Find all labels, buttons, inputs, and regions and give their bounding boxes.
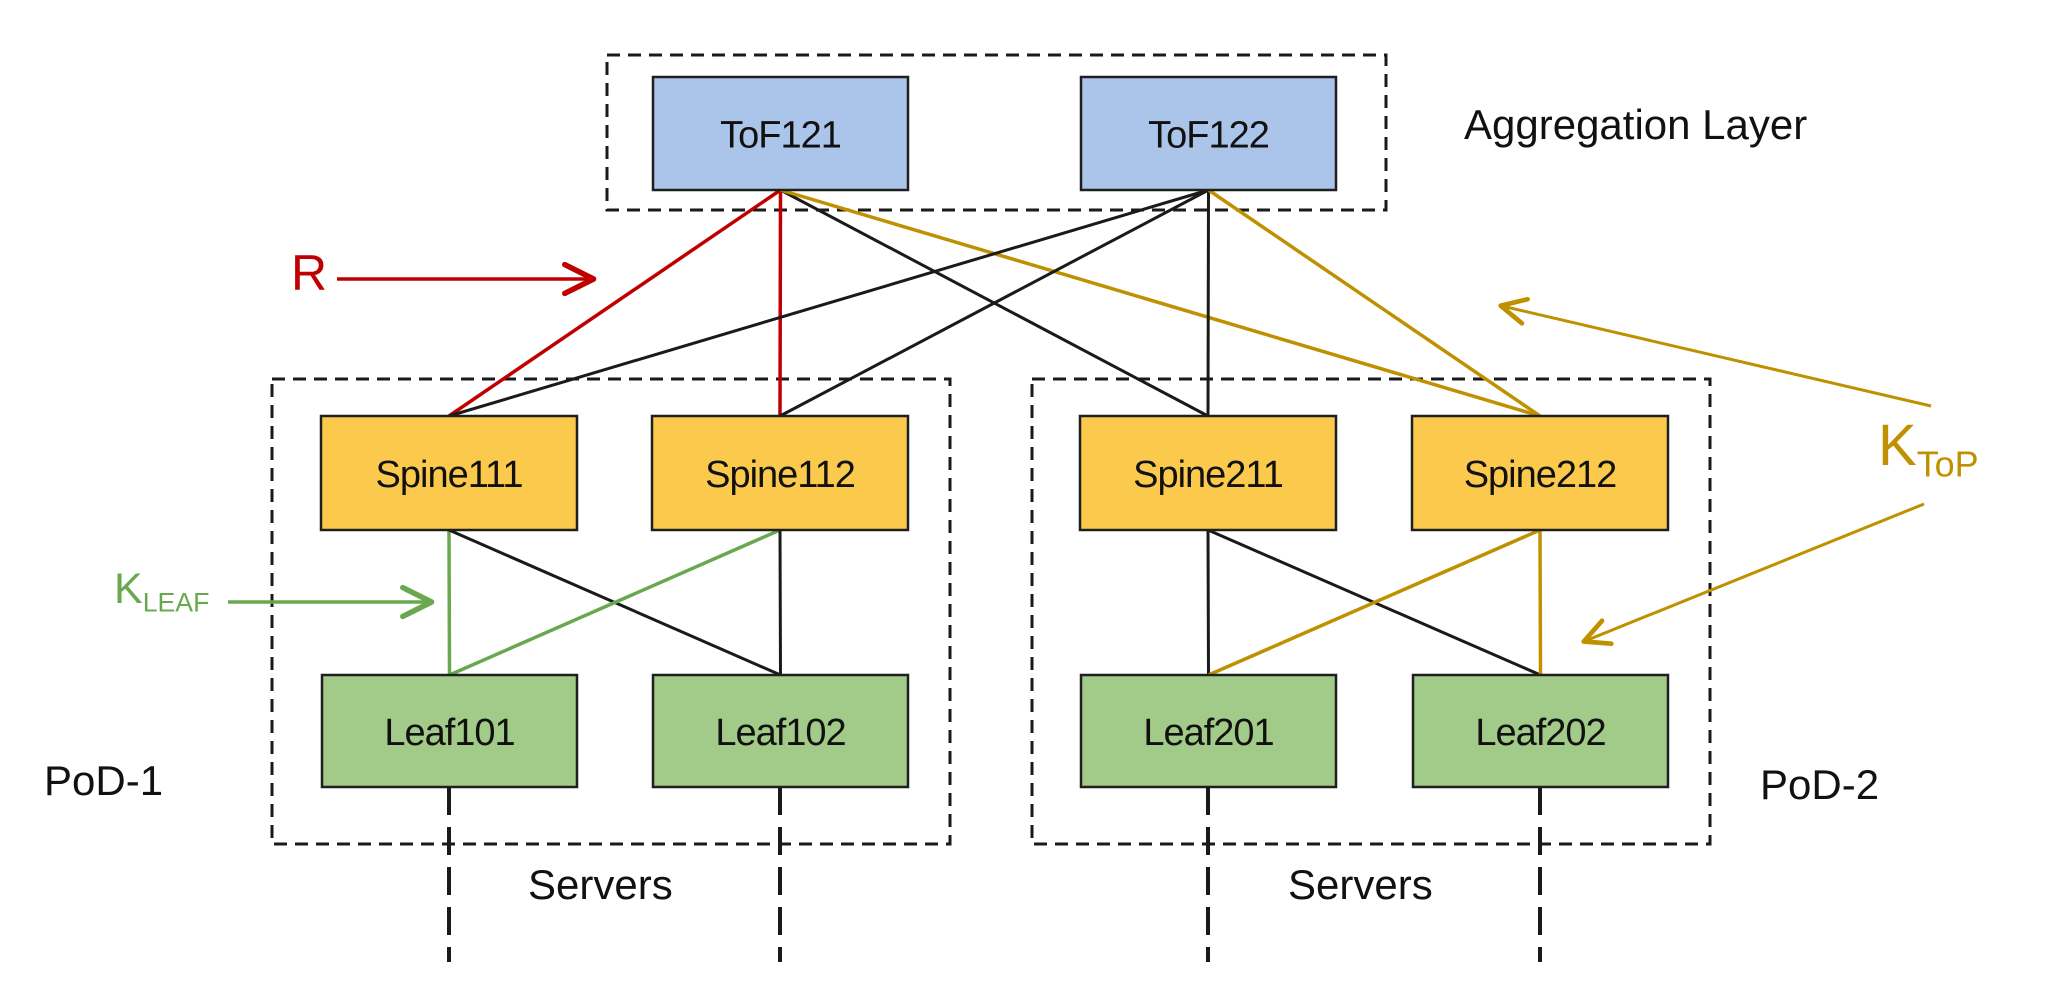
node-label-leaf102: Leaf102 (715, 712, 845, 754)
node-label-spine111: Spine111 (376, 454, 523, 496)
link-tof121-spine111 (448, 188, 782, 418)
aggregation-layer-box (605, 53, 1388, 212)
node-label-spine211: Spine211 (1133, 454, 1283, 496)
link-tof122-spine211 (1206, 189, 1210, 417)
node-label-tof122: ToF122 (1148, 115, 1269, 157)
k-leaf-link-label: KLEAF (114, 565, 210, 618)
node-label-leaf201: Leaf201 (1143, 712, 1273, 754)
k-leaf-main-text: K (114, 565, 143, 613)
node-label-spine112: Spine112 (705, 454, 855, 496)
pod2-box (1030, 377, 1712, 846)
link-tof122-spine112 (779, 188, 1210, 418)
link-tof121-spine112 (778, 189, 783, 417)
node-label-spine212: Spine212 (1464, 454, 1617, 496)
k-top-subscript: ToP (1916, 443, 1979, 485)
node-leaf201 (1079, 673, 1338, 789)
pod1-label: PoD-1 (44, 757, 164, 804)
r-link-label: R (291, 245, 328, 301)
node-tof121 (651, 75, 910, 192)
link-tof121-spine212 (780, 188, 1541, 418)
pod2-label: PoD-2 (1760, 761, 1880, 808)
link-spine212-leaf201 (1207, 528, 1541, 677)
node-leaf101 (320, 673, 579, 789)
node-label-leaf101: Leaf101 (384, 712, 514, 754)
link-tof122-spine111 (448, 188, 1209, 418)
link-spine212-leaf202 (1538, 529, 1543, 676)
pod1-box (270, 377, 952, 846)
aggregation-layer-label: Aggregation Layer (1464, 101, 1808, 148)
servers-label-pod1: Servers (528, 861, 673, 908)
servers-label-pod2: Servers (1288, 861, 1433, 908)
node-spine212 (1410, 414, 1670, 532)
link-spine111-leaf101 (447, 529, 452, 676)
k-leaf-subscript: LEAF (142, 587, 210, 618)
k-top-arrow-upper (1498, 296, 1932, 408)
node-tof122 (1079, 75, 1338, 192)
node-spine211 (1078, 414, 1338, 532)
link-spine112-leaf101 (448, 528, 781, 677)
link-spine211-leaf201 (1206, 529, 1210, 676)
node-leaf102 (651, 673, 910, 789)
node-leaf202 (1411, 673, 1670, 789)
node-label-tof121: ToF121 (720, 115, 841, 157)
link-tof122-spine212 (1207, 188, 1541, 418)
k-top-arrow-lower (1581, 502, 1925, 647)
k-top-main-text: K (1878, 413, 1917, 478)
link-spine112-leaf102 (778, 529, 782, 676)
node-spine111 (319, 414, 579, 532)
node-spine112 (650, 414, 910, 532)
node-label-leaf202: Leaf202 (1475, 712, 1605, 754)
k-top-link-label: KToP (1878, 414, 1979, 484)
